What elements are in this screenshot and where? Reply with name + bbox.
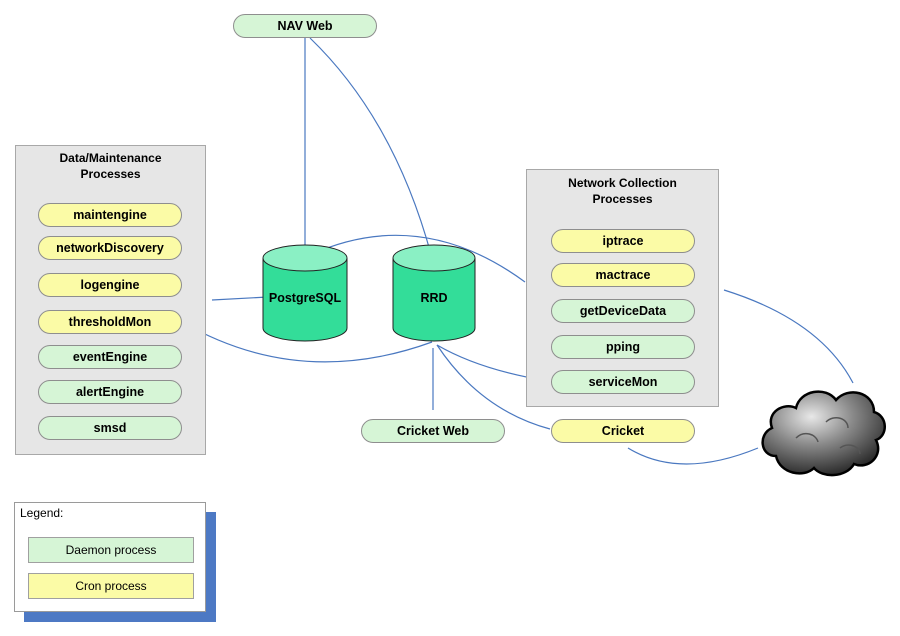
cricket-web-node: Cricket Web	[361, 419, 505, 443]
rrd-label: RRD	[420, 291, 448, 305]
process-thresholdmon: thresholdMon	[38, 310, 182, 334]
legend-cron: Cron process	[28, 573, 194, 599]
process-label: getDeviceData	[579, 304, 667, 318]
data-maintenance-title-line1: Data/Maintenance	[59, 151, 162, 165]
data-maintenance-group: Data/Maintenance Processes	[15, 145, 206, 455]
process-label: pping	[605, 340, 640, 354]
network-cloud-icon	[761, 390, 886, 477]
connector-cricket-cloud	[627, 447, 759, 465]
process-alertengine: alertEngine	[38, 380, 182, 404]
network-collection-title-line1: Network Collection	[568, 176, 677, 190]
network-collection-title-line2: Processes	[592, 192, 653, 206]
data-maintenance-title: Data/Maintenance Processes	[16, 150, 205, 182]
legend-daemon: Daemon process	[28, 537, 194, 563]
legend-title: Legend:	[20, 506, 64, 520]
postgresql-label: PostgreSQL	[268, 291, 342, 305]
nav-web-node: NAV Web	[233, 14, 377, 38]
legend-daemon-label: Daemon process	[65, 543, 157, 557]
connector-navweb-rrd	[309, 37, 433, 259]
cricket-node: Cricket	[551, 419, 695, 443]
process-smsd: smsd	[38, 416, 182, 440]
legend-cron-label: Cron process	[75, 579, 147, 593]
process-maintengine: maintengine	[38, 203, 182, 227]
postgresql-database: PostgreSQL	[262, 244, 348, 342]
rrd-database: RRD	[392, 244, 476, 342]
process-networkdiscovery: networkDiscovery	[38, 236, 182, 260]
legend: Legend: Daemon process Cron process	[14, 502, 206, 612]
connector-maint-postgresql	[211, 296, 269, 301]
process-label: thresholdMon	[68, 315, 152, 329]
process-getdevicedata: getDeviceData	[551, 299, 695, 323]
cricket-web-label: Cricket Web	[396, 424, 469, 438]
process-logengine: logengine	[38, 273, 182, 297]
process-label: maintengine	[73, 208, 147, 222]
process-label: iptrace	[602, 234, 644, 248]
cricket-label: Cricket	[601, 424, 645, 438]
process-pping: pping	[551, 335, 695, 359]
process-eventengine: eventEngine	[38, 345, 182, 369]
process-servicemon: serviceMon	[551, 370, 695, 394]
nav-web-label: NAV Web	[277, 19, 333, 33]
network-collection-group: Network Collection Processes	[526, 169, 719, 407]
process-mactrace: mactrace	[551, 263, 695, 287]
process-label: eventEngine	[72, 350, 148, 364]
data-maintenance-title-line2: Processes	[80, 167, 141, 181]
network-collection-title: Network Collection Processes	[527, 175, 718, 207]
process-label: logengine	[80, 278, 140, 292]
connector-netcollection-cloud	[723, 289, 854, 384]
process-iptrace: iptrace	[551, 229, 695, 253]
process-label: smsd	[93, 421, 127, 435]
process-label: mactrace	[595, 268, 651, 282]
process-label: alertEngine	[75, 385, 145, 399]
process-label: networkDiscovery	[56, 241, 164, 255]
process-label: serviceMon	[588, 375, 658, 389]
